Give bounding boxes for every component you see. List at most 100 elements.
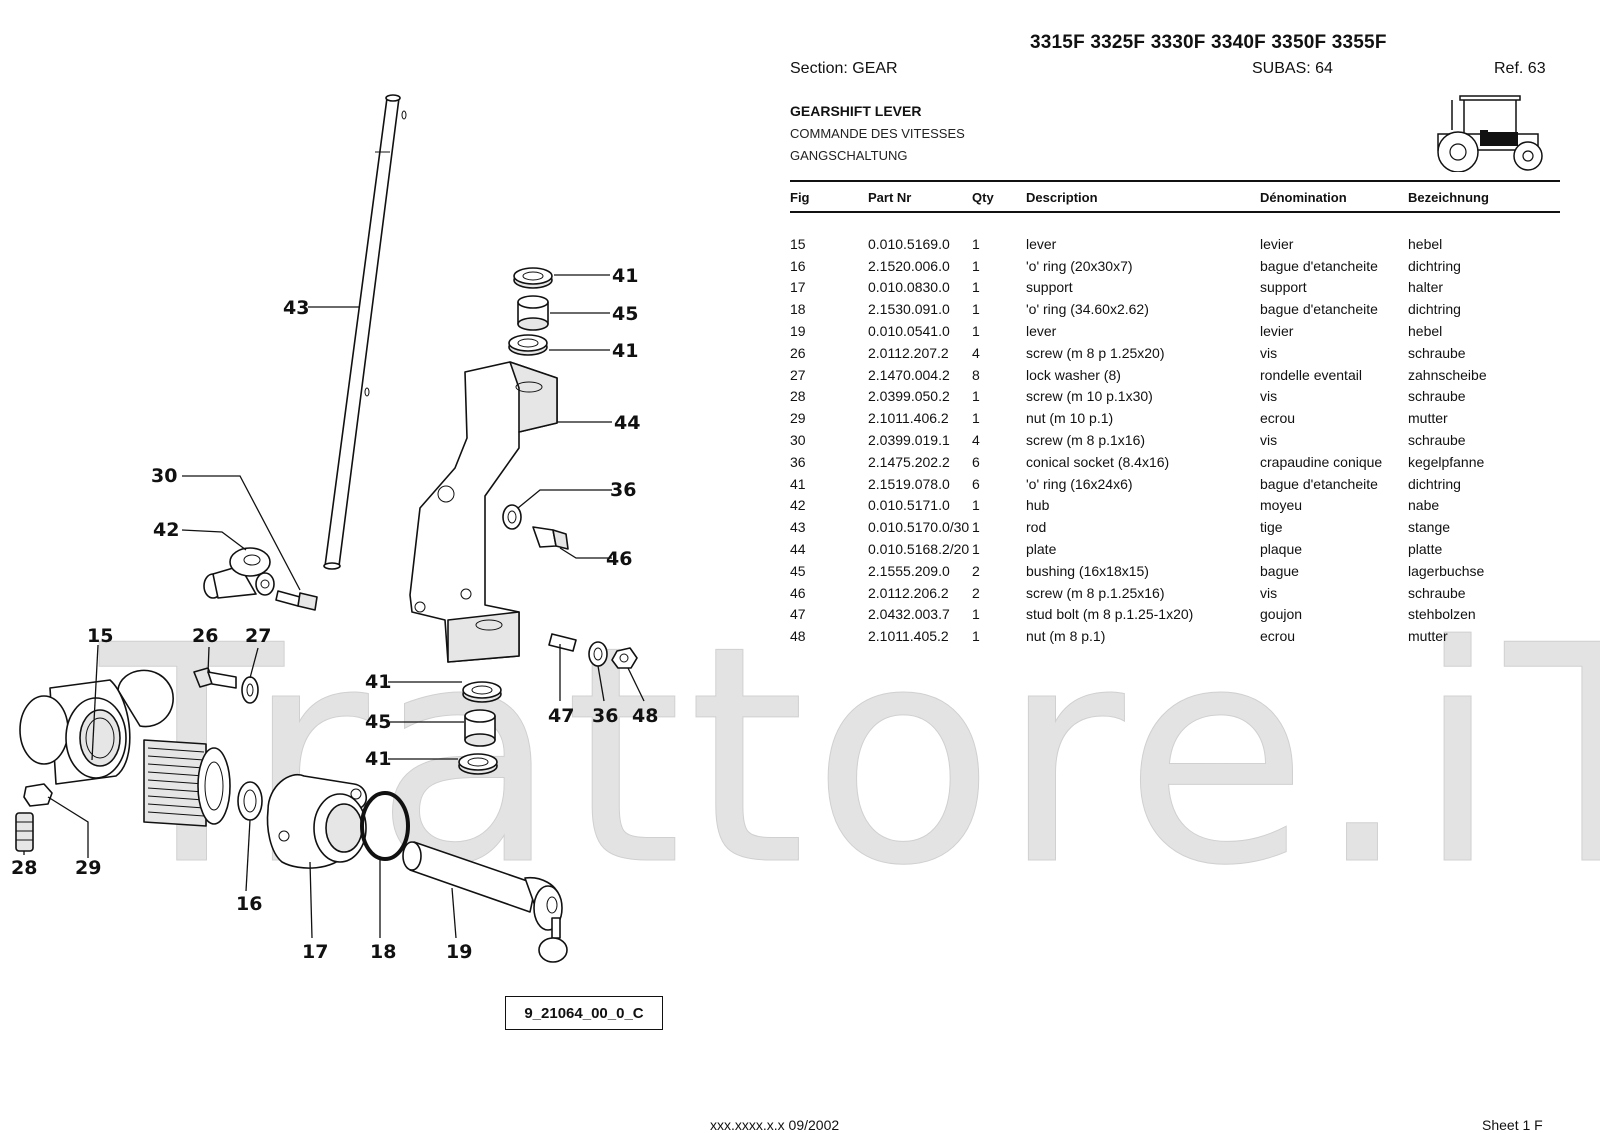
- cell-bezeichnung: hebel: [1408, 323, 1443, 340]
- part-28-screw: [15, 812, 34, 852]
- cell-qty: 6: [972, 475, 980, 492]
- callout-42: 42: [153, 519, 179, 541]
- cell-part-nr: 2.1011.405.2: [868, 628, 949, 645]
- part-19-lever: [402, 841, 568, 963]
- cell-bezeichnung: lagerbuchse: [1408, 562, 1485, 579]
- cell-denomination: vis: [1260, 388, 1278, 405]
- part-45-bushing-lower: [464, 709, 496, 747]
- cell-bezeichnung: stehbolzen: [1408, 606, 1476, 623]
- callout-17: 17: [302, 941, 328, 963]
- cell-part-nr: 2.0112.206.2: [868, 584, 949, 601]
- cell-part-nr: 0.010.5171.0: [868, 497, 950, 514]
- callout-46: 46: [606, 548, 632, 570]
- cell-denomination: tige: [1260, 519, 1283, 536]
- cell-part-nr: 2.0399.019.1: [868, 432, 950, 449]
- cell-fig: 30: [790, 432, 806, 449]
- cell-bezeichnung: mutter: [1408, 628, 1448, 645]
- cell-bezeichnung: kegelpfanne: [1408, 453, 1485, 470]
- cell-bezeichnung: dichtring: [1408, 301, 1461, 318]
- cell-fig: 45: [790, 562, 806, 579]
- callout-27: 27: [245, 625, 271, 647]
- cell-qty: 2: [972, 562, 980, 579]
- part-46-screw: [532, 526, 569, 550]
- cell-qty: 4: [972, 344, 980, 361]
- part-47-stud: [548, 633, 577, 652]
- part-42-hub: [203, 547, 275, 599]
- cell-qty: 1: [972, 410, 980, 427]
- part-48-nut: [611, 647, 638, 669]
- cell-bezeichnung: dichtring: [1408, 257, 1461, 274]
- cell-description: plate: [1026, 541, 1057, 558]
- cell-denomination: levier: [1260, 323, 1294, 340]
- table-row: 41 2.1519.078.0 6 'o' ring (16x24x6) bague d…: [790, 473, 1560, 495]
- cell-qty: 1: [972, 323, 980, 340]
- cell-part-nr: 2.1475.202.2: [868, 453, 950, 470]
- cell-fig: 42: [790, 497, 806, 514]
- footer-code: xxx.xxxx.x.x 09/2002: [710, 1117, 840, 1133]
- cell-fig: 44: [790, 541, 806, 558]
- callout-48: 48: [632, 705, 658, 727]
- cell-bezeichnung: schraube: [1408, 584, 1466, 601]
- spring: [143, 739, 231, 827]
- cell-qty: 1: [972, 497, 980, 514]
- part-30-screw: [275, 590, 318, 611]
- cell-qty: 1: [972, 541, 980, 558]
- cell-description: 'o' ring (20x30x7): [1026, 257, 1133, 274]
- cell-qty: 1: [972, 519, 980, 536]
- callout-18: 18: [370, 941, 396, 963]
- part-18-oring: [360, 791, 410, 861]
- cell-fig: 27: [790, 366, 806, 383]
- cell-fig: 41: [790, 475, 806, 492]
- col-bezeichnung: Bezeichnung: [1408, 189, 1489, 205]
- cell-part-nr: 2.1470.004.2: [868, 366, 950, 383]
- cell-fig: 18: [790, 301, 806, 318]
- cell-denomination: support: [1260, 279, 1307, 296]
- part-17-support: [266, 773, 367, 869]
- cell-qty: 8: [972, 366, 980, 383]
- col-fig: Fig: [790, 189, 810, 205]
- callout-47: 47: [548, 705, 574, 727]
- cell-bezeichnung: schraube: [1408, 388, 1466, 405]
- cell-description: nut (m 10 p.1): [1026, 410, 1114, 427]
- tractor-icon: [1437, 95, 1543, 172]
- cell-description: 'o' ring (34.60x2.62): [1026, 301, 1149, 318]
- cell-bezeichnung: halter: [1408, 279, 1444, 296]
- cell-bezeichnung: stange: [1408, 519, 1451, 536]
- cell-bezeichnung: nabe: [1408, 497, 1440, 514]
- part-41-oring-top: [513, 267, 553, 289]
- cell-part-nr: 0.010.0541.0: [868, 323, 950, 340]
- part-36-socket: [502, 504, 522, 530]
- part-41-oring-lower: [462, 681, 502, 703]
- cell-description: 'o' ring (16x24x6): [1026, 475, 1133, 492]
- cell-part-nr: 2.1519.078.0: [868, 475, 950, 492]
- cell-qty: 6: [972, 453, 980, 470]
- cell-denomination: bague d'etancheite: [1260, 475, 1378, 492]
- cell-bezeichnung: zahnscheibe: [1408, 366, 1487, 383]
- cell-denomination: rondelle eventail: [1260, 366, 1362, 383]
- callout-41-mid: 41: [612, 340, 638, 362]
- cell-description: stud bolt (m 8 p.1.25-1x20): [1026, 606, 1194, 623]
- cell-fig: 17: [790, 279, 806, 296]
- part-16-oring: [237, 781, 263, 821]
- cell-part-nr: 2.0399.050.2: [868, 388, 950, 405]
- cell-fig: 26: [790, 344, 806, 361]
- part-44-plate: [409, 361, 558, 663]
- cell-qty: 4: [972, 432, 980, 449]
- col-description: Description: [1026, 189, 1098, 205]
- cell-denomination: vis: [1260, 432, 1278, 449]
- callout-45-lower: 45: [365, 711, 391, 733]
- cell-bezeichnung: schraube: [1408, 344, 1466, 361]
- cell-description: screw (m 8 p.1x16): [1026, 432, 1146, 449]
- cell-denomination: goujon: [1260, 606, 1303, 623]
